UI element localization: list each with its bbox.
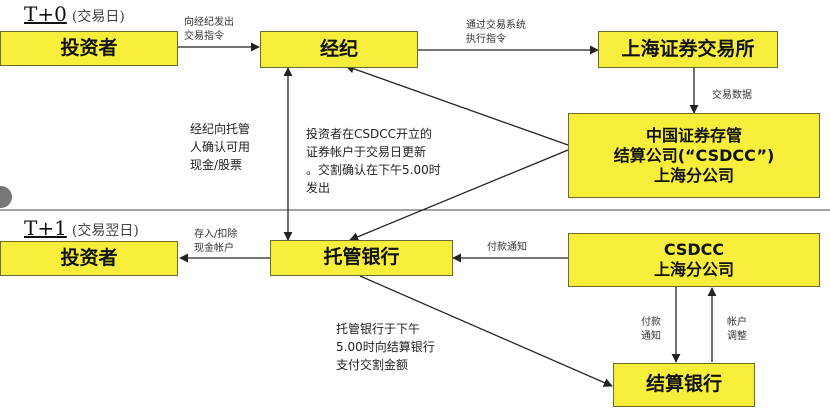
label-custodian-to-investor: 存入/扣除 现金帐户	[194, 229, 238, 254]
arrow-csdcc-to-broker	[345, 64, 569, 146]
csdcc-sh-line-3: 上海分公司	[653, 165, 734, 185]
label-csdcc-to-custodian: 付款通知	[487, 242, 527, 253]
t0-note: (交易日)	[71, 9, 125, 25]
scroll-handle[interactable]	[0, 186, 12, 208]
t1-header: T+1 (交易翌日)	[24, 216, 139, 240]
custodian-box: 托管银行	[270, 240, 453, 276]
csdcc-sh-line-2: 结算公司(“CSDCC”)	[613, 145, 775, 165]
investor-t0-label: 投资者	[60, 36, 118, 59]
custodian-label: 托管银行	[323, 246, 400, 269]
label-broker-to-sse: 通过交易系统 执行指令	[466, 20, 526, 45]
csdcc-sh-t1-line-2: 上海分公司	[653, 260, 734, 279]
label-bank-to-csdcc: 帐户 调整	[727, 317, 747, 342]
sse-label: 上海证券交易所	[621, 37, 755, 60]
settlement-bank-box: 结算银行	[613, 363, 755, 407]
arrow-custodian-to-bank	[359, 275, 613, 387]
settlement-bank-label: 结算银行	[645, 373, 722, 396]
label-csdcc-to-bank: 付款 通知	[641, 317, 661, 342]
t0-label: T+0	[24, 2, 67, 26]
broker-label: 经纪	[319, 37, 358, 60]
label-custodian-to-bank: 托管银行于下午 5.00时向结算银行 支付交割金额	[336, 322, 435, 372]
t1-label: T+1	[24, 216, 67, 240]
arrow-csdcc-to-custodian	[349, 149, 569, 242]
broker-box: 经纪	[260, 31, 418, 68]
t0-header: T+0 (交易日)	[24, 2, 125, 26]
csdcc-sh-line-1: 中国证券存管	[645, 125, 742, 145]
investor-t0-box: 投资者	[0, 31, 178, 66]
t1-note: (交易翌日)	[71, 223, 139, 239]
sse-box: 上海证券交易所	[598, 31, 778, 68]
label-investor-to-broker: 向经纪发出 交易指令	[184, 17, 234, 42]
label-broker-custodian: 经纪向托管 人确认可用 现金/股票	[190, 122, 251, 172]
csdcc-sh-box: 中国证券存管 结算公司(“CSDCC”) 上海分公司	[568, 113, 820, 198]
investor-t1-box: 投资者	[0, 241, 178, 276]
label-csdcc-note: 投资者在CSDCC开立的 证券帐户于交易日更新 。交割确认在下午5.00时 发出	[306, 127, 441, 195]
investor-t1-label: 投资者	[60, 246, 118, 269]
csdcc-sh-t1-box: CSDCC 上海分公司	[568, 233, 820, 287]
label-sse-to-csdcc: 交易数据	[712, 90, 752, 101]
csdcc-sh-t1-line-1: CSDCC	[663, 240, 725, 259]
